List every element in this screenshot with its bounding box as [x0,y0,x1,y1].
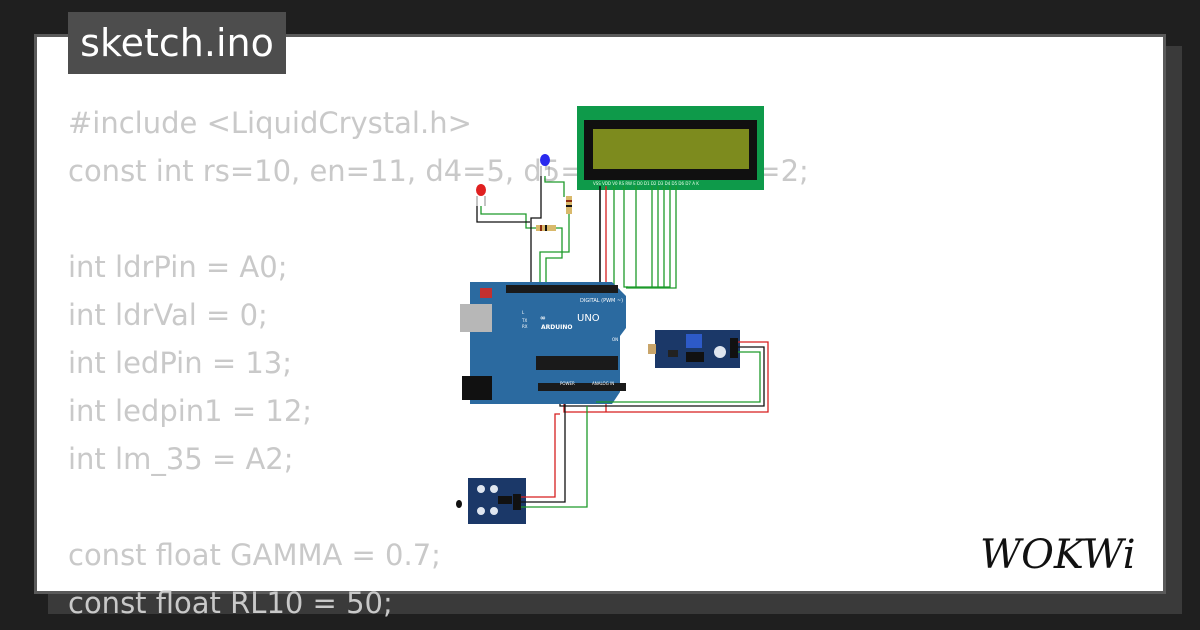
ldr-sensor-module[interactable] [648,330,740,368]
board-model-label: UNO [577,313,600,324]
blue-led-icon[interactable] [540,154,550,176]
file-tab[interactable]: sketch.ino [68,12,286,74]
code-line: int ldrVal = 0; [68,298,268,332]
lcd-display[interactable]: VSS VDD V0 RS RW E D0 D1 D2 D3 D4 D5 D6 … [577,106,764,190]
arduino-uno-board[interactable]: DIGITAL (PWM ~) ∞ UNO ARDUINO POWER ANAL… [460,282,626,404]
code-line: #include <LiquidCrystal.h> [68,106,472,140]
wokwi-logo-text: WOKWi [980,532,1136,578]
temperature-sensor-module[interactable] [456,478,526,524]
tx-led-label: TX [521,318,527,323]
board-brand-label: ARDUINO [541,324,572,331]
ldr-icon [648,344,656,354]
resistor-icon[interactable] [566,196,572,214]
reset-button[interactable] [480,288,492,298]
potentiometer-icon [686,334,702,348]
code-line: const float RL10 = 50; [68,586,393,620]
code-line: const float GAMMA = 0.7; [68,538,441,572]
rx-led-label: RX [522,324,528,329]
analog-header-label: ANALOG IN [592,381,614,386]
code-line: int ledPin = 13; [68,346,293,380]
thermistor-icon [456,500,462,508]
red-led-icon[interactable] [476,184,486,206]
digital-header-label: DIGITAL (PWM ~) [580,298,623,304]
lcd-pin-labels: VSS VDD V0 RS RW E D0 D1 D2 D3 D4 D5 D6 … [593,181,699,186]
l-led-label: L [522,310,525,315]
code-preview: #include <LiquidCrystal.h>const int rs=1… [68,99,809,627]
code-line [68,483,809,531]
infinity-logo-icon: ∞ [540,314,546,322]
on-led-label: ON [612,337,618,342]
code-line: int ldrPin = A0; [68,250,288,284]
power-header-label: POWER [560,381,575,386]
wokwi-logo: WOKWi [980,532,1136,578]
code-line: int ledpin1 = 12; [68,394,313,428]
code-line [68,195,809,243]
resistor-icon[interactable] [536,225,556,231]
code-line: int lm_35 = A2; [68,442,294,476]
